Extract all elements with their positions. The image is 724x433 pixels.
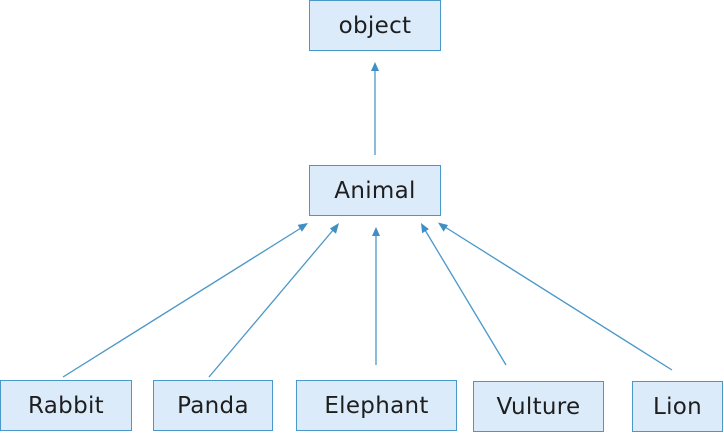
object-node: object [309, 0, 441, 51]
rabbit-label: Rabbit [28, 392, 104, 419]
panda-node: Panda [153, 380, 273, 431]
lion-label: Lion [652, 393, 703, 420]
vulture-label: Vulture [496, 393, 581, 420]
lion-node: Lion [632, 381, 723, 432]
edge-animal-object [371, 62, 379, 155]
edge-rabbit-animal [62, 223, 308, 378]
object-label: object [338, 12, 412, 39]
animal-label: Animal [334, 177, 416, 204]
elephant-label: Elephant [324, 392, 429, 419]
vulture-node: Vulture [473, 381, 604, 432]
animal-node: Animal [309, 165, 441, 216]
edge-elephant-animal [372, 227, 380, 365]
rabbit-node: Rabbit [0, 380, 132, 431]
edge-lion-animal [438, 222, 673, 371]
edge-panda-animal [208, 223, 339, 378]
panda-label: Panda [177, 392, 249, 419]
edge-vulture-animal [421, 223, 507, 366]
elephant-node: Elephant [296, 380, 457, 431]
